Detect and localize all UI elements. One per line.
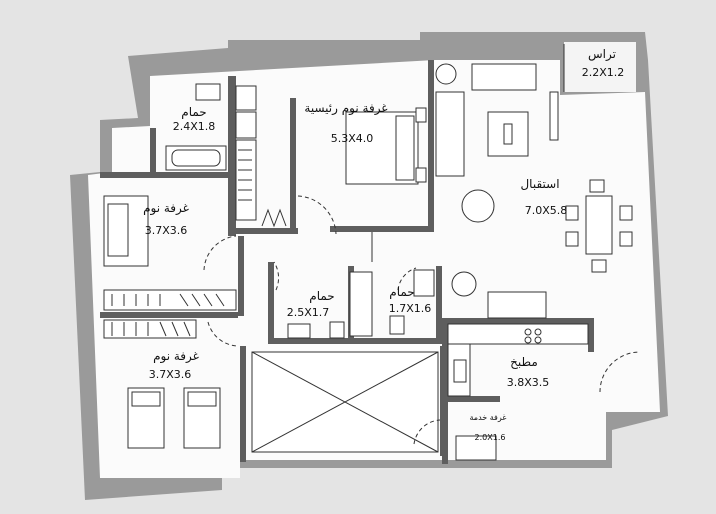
dining-table (585, 195, 613, 255)
room-master-name: غرفة نوم رئيسية (304, 101, 387, 116)
room-bath-mid-name: حمام (309, 289, 334, 303)
room-terrace-name: تراس (588, 47, 616, 62)
shower (349, 271, 373, 337)
sofa-left (435, 91, 465, 177)
bed-3 (183, 387, 221, 449)
room-toilet: حمام 1.7X1.6 (389, 285, 432, 315)
wardrobe-1 (103, 289, 237, 311)
room-kitchen: مطبخ 3.8X3.5 (507, 355, 550, 389)
room-maid-name: غرفة خدمة (470, 413, 507, 422)
room-bath-middle: حمام 2.5X1.7 (287, 289, 335, 319)
room-living-dims: 7.0X5.8 (525, 204, 568, 217)
bed-1 (103, 195, 149, 267)
room-toilet-name: حمام (389, 285, 414, 299)
room-terrace-dims: 2.2X1.2 (582, 66, 625, 79)
room-maid: غرفة خدمة 2.0X1.6 (470, 413, 507, 442)
bed-2 (127, 387, 165, 449)
room-bedroom1-name: غرفة نوم (143, 201, 189, 216)
kitchen-counter (447, 323, 589, 345)
terrace-floor (564, 42, 636, 92)
room-bedroom2-dims: 3.7X3.6 (149, 368, 192, 381)
room-bedroom-2: غرفة نوم 3.7X3.6 (149, 349, 199, 381)
coffee-table (487, 111, 529, 157)
room-toilet-dims: 1.7X1.6 (389, 302, 432, 315)
room-bath-top-name: حمام (181, 105, 206, 119)
room-kitchen-dims: 3.8X3.5 (507, 376, 550, 389)
room-terrace: تراس 2.2X1.2 (582, 47, 625, 79)
room-master-bedroom: غرفة نوم رئيسية 5.3X4.0 (304, 101, 387, 145)
interior-walls (100, 60, 594, 464)
armchair (461, 189, 495, 223)
doors (203, 195, 641, 445)
room-bedroom2-name: غرفة نوم (153, 349, 199, 364)
room-bath-top-dims: 2.4X1.8 (173, 120, 216, 133)
room-living-name: استقبال (520, 177, 559, 191)
room-bath-top: حمام 2.4X1.8 (173, 105, 216, 133)
room-maid-dims: 2.0X1.6 (475, 433, 506, 442)
room-bedroom1-dims: 3.7X3.6 (145, 224, 188, 237)
light-shaft (251, 351, 439, 453)
room-bath-mid-dims: 2.5X1.7 (287, 306, 330, 319)
wardrobe-2 (103, 319, 197, 339)
furniture (103, 63, 633, 461)
room-master-dims: 5.3X4.0 (331, 132, 374, 145)
sofa-top (471, 63, 537, 91)
room-living: استقبال 7.0X5.8 (520, 177, 567, 217)
room-bedroom-1: غرفة نوم 3.7X3.6 (143, 201, 189, 237)
sofa-bottom (487, 291, 547, 319)
room-kitchen-name: مطبخ (510, 355, 538, 369)
